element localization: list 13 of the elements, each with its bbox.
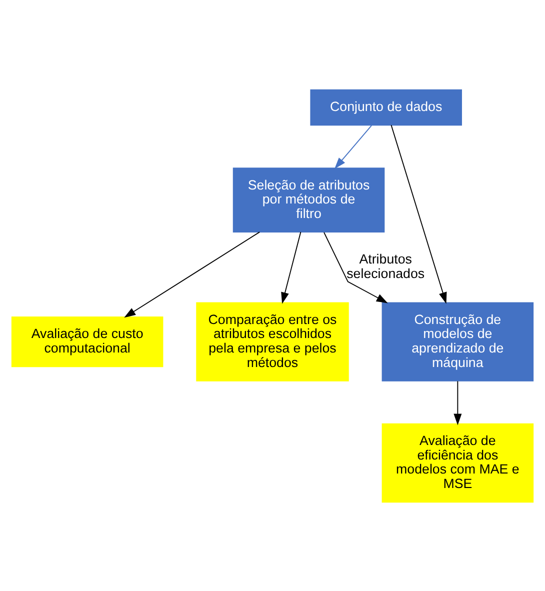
node-box: Construção de modelos de aprendizado de máquina xyxy=(382,302,534,381)
arrow xyxy=(454,380,462,425)
arrow xyxy=(324,231,388,303)
arrow xyxy=(124,231,260,318)
node-box: Conjunto de dados xyxy=(310,88,462,126)
arrow xyxy=(390,124,447,304)
node-box: Seleção de atributos por métodos de filtro xyxy=(232,167,385,232)
node-box: Comparação entre os atributos escolhidos pela empresa e pelos métodos xyxy=(196,302,349,381)
edge-label: Atributos selecionados xyxy=(346,251,425,281)
arrow xyxy=(281,231,302,304)
node-box: Avaliação de eficiência dos modelos com MAE e MSE xyxy=(382,422,534,502)
arrow xyxy=(334,124,372,168)
node-box: Avaliação de custo computacional xyxy=(11,316,164,367)
